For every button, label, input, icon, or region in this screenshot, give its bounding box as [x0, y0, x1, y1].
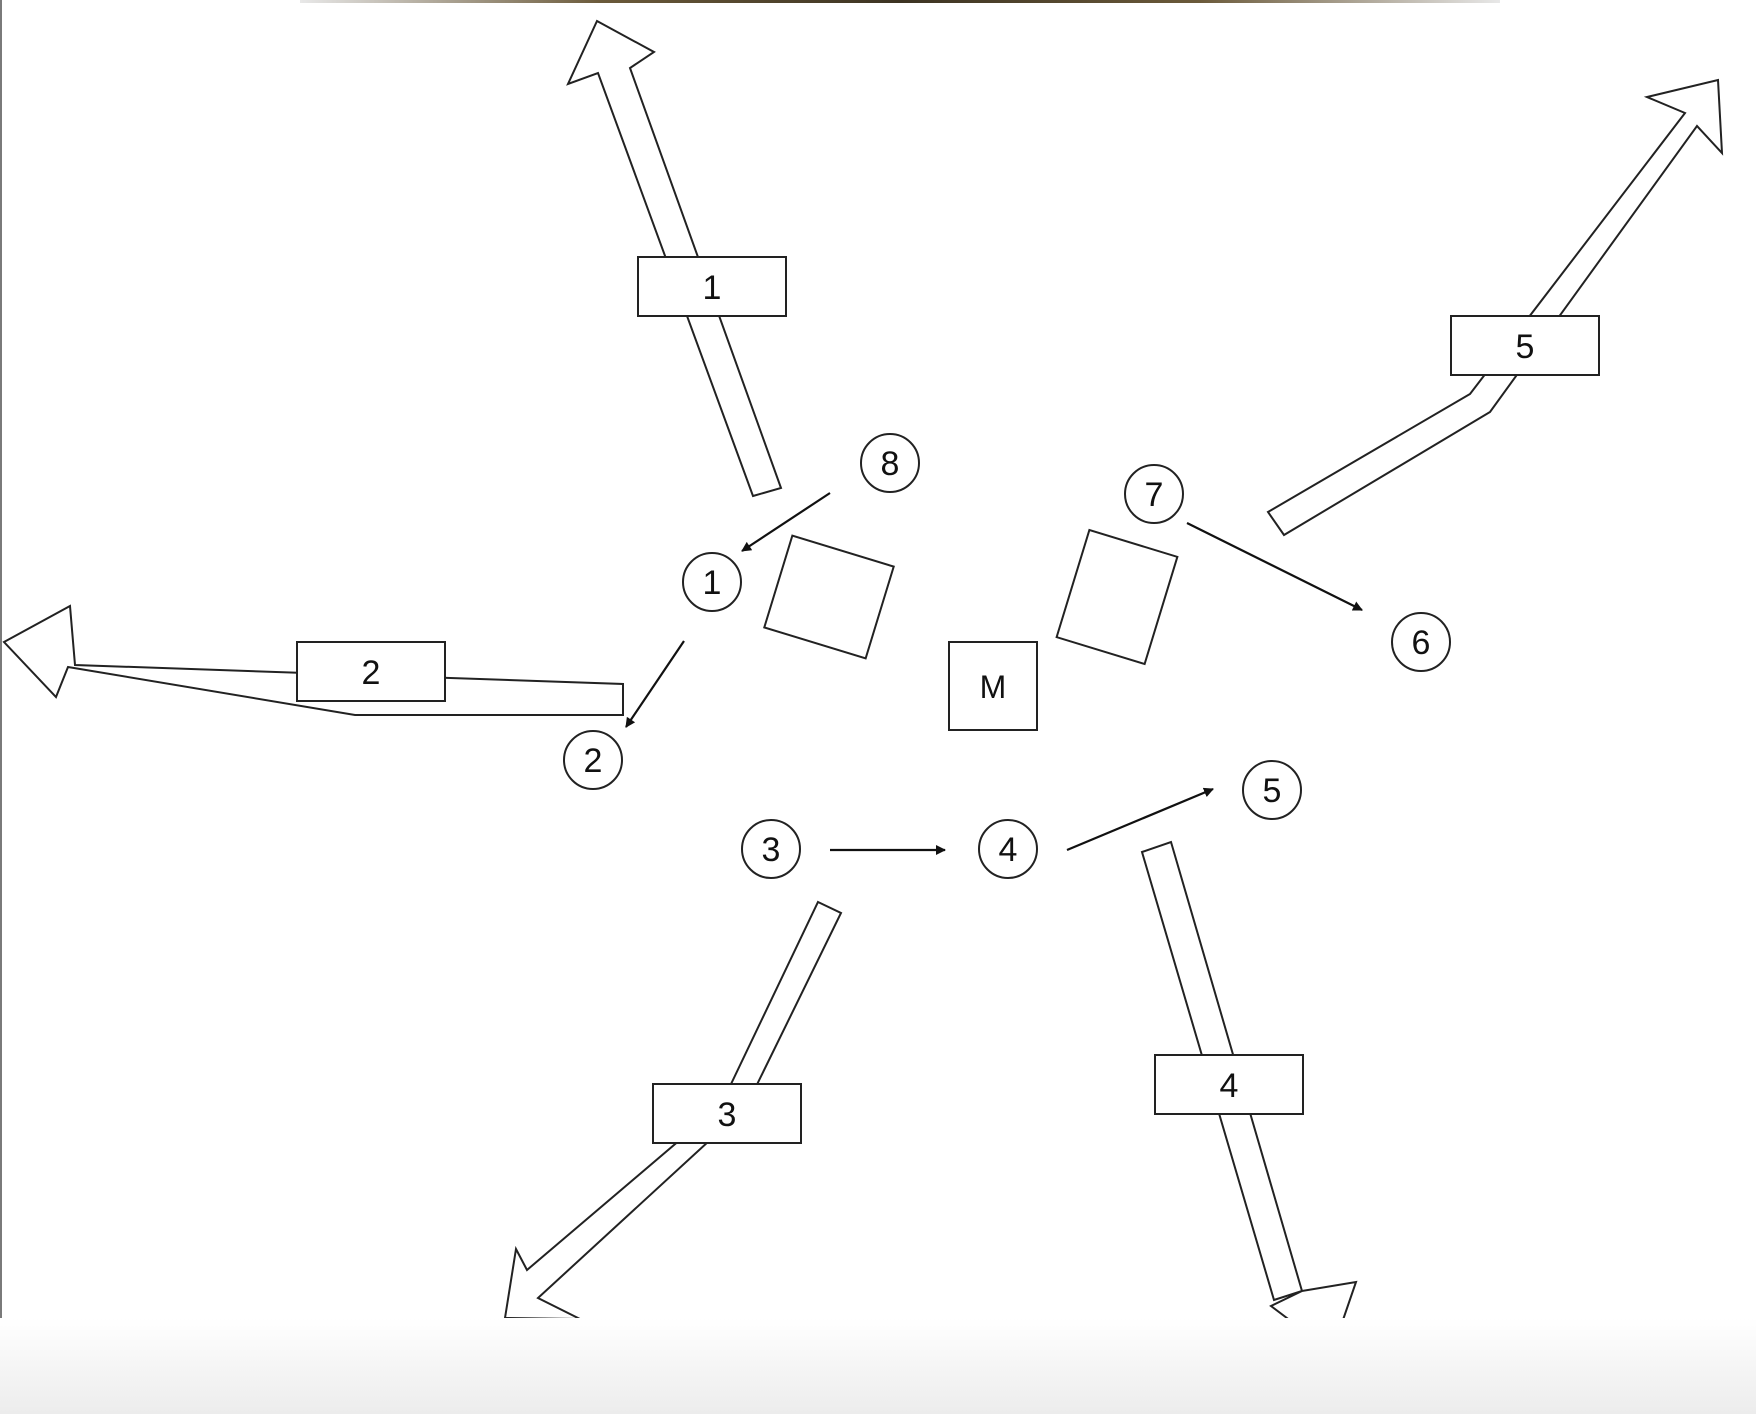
left-edge-line: [0, 0, 2, 1414]
flow-arrow-3-label-box: [652, 1083, 802, 1144]
flow-arrow-1: 1: [566, 19, 787, 498]
node-2-circle: [563, 730, 623, 790]
node-3-label: 3: [762, 831, 781, 869]
right-tilted-box: [1055, 528, 1179, 666]
node-1-circle: [682, 552, 742, 612]
flow-arrow-3: 3: [503, 900, 843, 1320]
flow-arrow-4: 4: [1140, 840, 1358, 1354]
flow-arrow-2-label: 2: [362, 654, 381, 692]
node-4-label: 4: [999, 831, 1018, 869]
node-5-label: 5: [1263, 772, 1282, 810]
edges: [625, 492, 1363, 855]
flow-arrow-4-label-box: [1154, 1054, 1304, 1115]
node-6-circle: [1391, 612, 1451, 672]
flow-arrow-1-label-box: [637, 256, 787, 317]
node-2-label: 2: [584, 742, 603, 780]
flow-arrow-4-label: 4: [1220, 1067, 1239, 1105]
node-5: 5: [1242, 760, 1302, 820]
flow-arrow-5-label: 5: [1516, 328, 1535, 366]
edge-8-to-1: [741, 492, 831, 552]
flow-arrow-2: 2: [2, 604, 624, 716]
flow-arrow-5-label-box: [1450, 315, 1600, 376]
node-8: 8: [860, 433, 920, 493]
node-6: 6: [1391, 612, 1451, 672]
center-box: [948, 641, 1038, 731]
node-8-circle: [860, 433, 920, 493]
edge-4-to-5: [1066, 787, 1214, 852]
flow-arrow-2-label-box: [296, 641, 446, 702]
top-edge-strip: [300, 0, 1500, 3]
center-label: M: [980, 669, 1007, 705]
node-1: 1: [682, 552, 742, 612]
node-2: 2: [563, 730, 623, 790]
flow-arrow-1-label: 1: [703, 269, 722, 307]
node-7-circle: [1124, 464, 1184, 524]
node-5-circle: [1242, 760, 1302, 820]
node-8-label: 8: [881, 445, 900, 483]
node-4-circle: [978, 819, 1038, 879]
node-6-label: 6: [1412, 624, 1431, 662]
flow-arrow-5-shaft: [1266, 78, 1724, 537]
left-tilted-box: [763, 534, 895, 660]
node-4: 4: [978, 819, 1038, 879]
node-7-label: 7: [1145, 476, 1164, 514]
edge-7-to-6: [1186, 522, 1363, 611]
node-7: 7: [1124, 464, 1184, 524]
flow-arrow-5: 5: [1266, 78, 1724, 537]
node-3: 3: [741, 819, 801, 879]
node-1-label: 1: [703, 564, 722, 602]
flow-arrow-3-label: 3: [718, 1096, 737, 1134]
node-3-circle: [741, 819, 801, 879]
edge-1-to-2: [625, 640, 685, 728]
bottom-fade: [0, 1318, 1756, 1414]
